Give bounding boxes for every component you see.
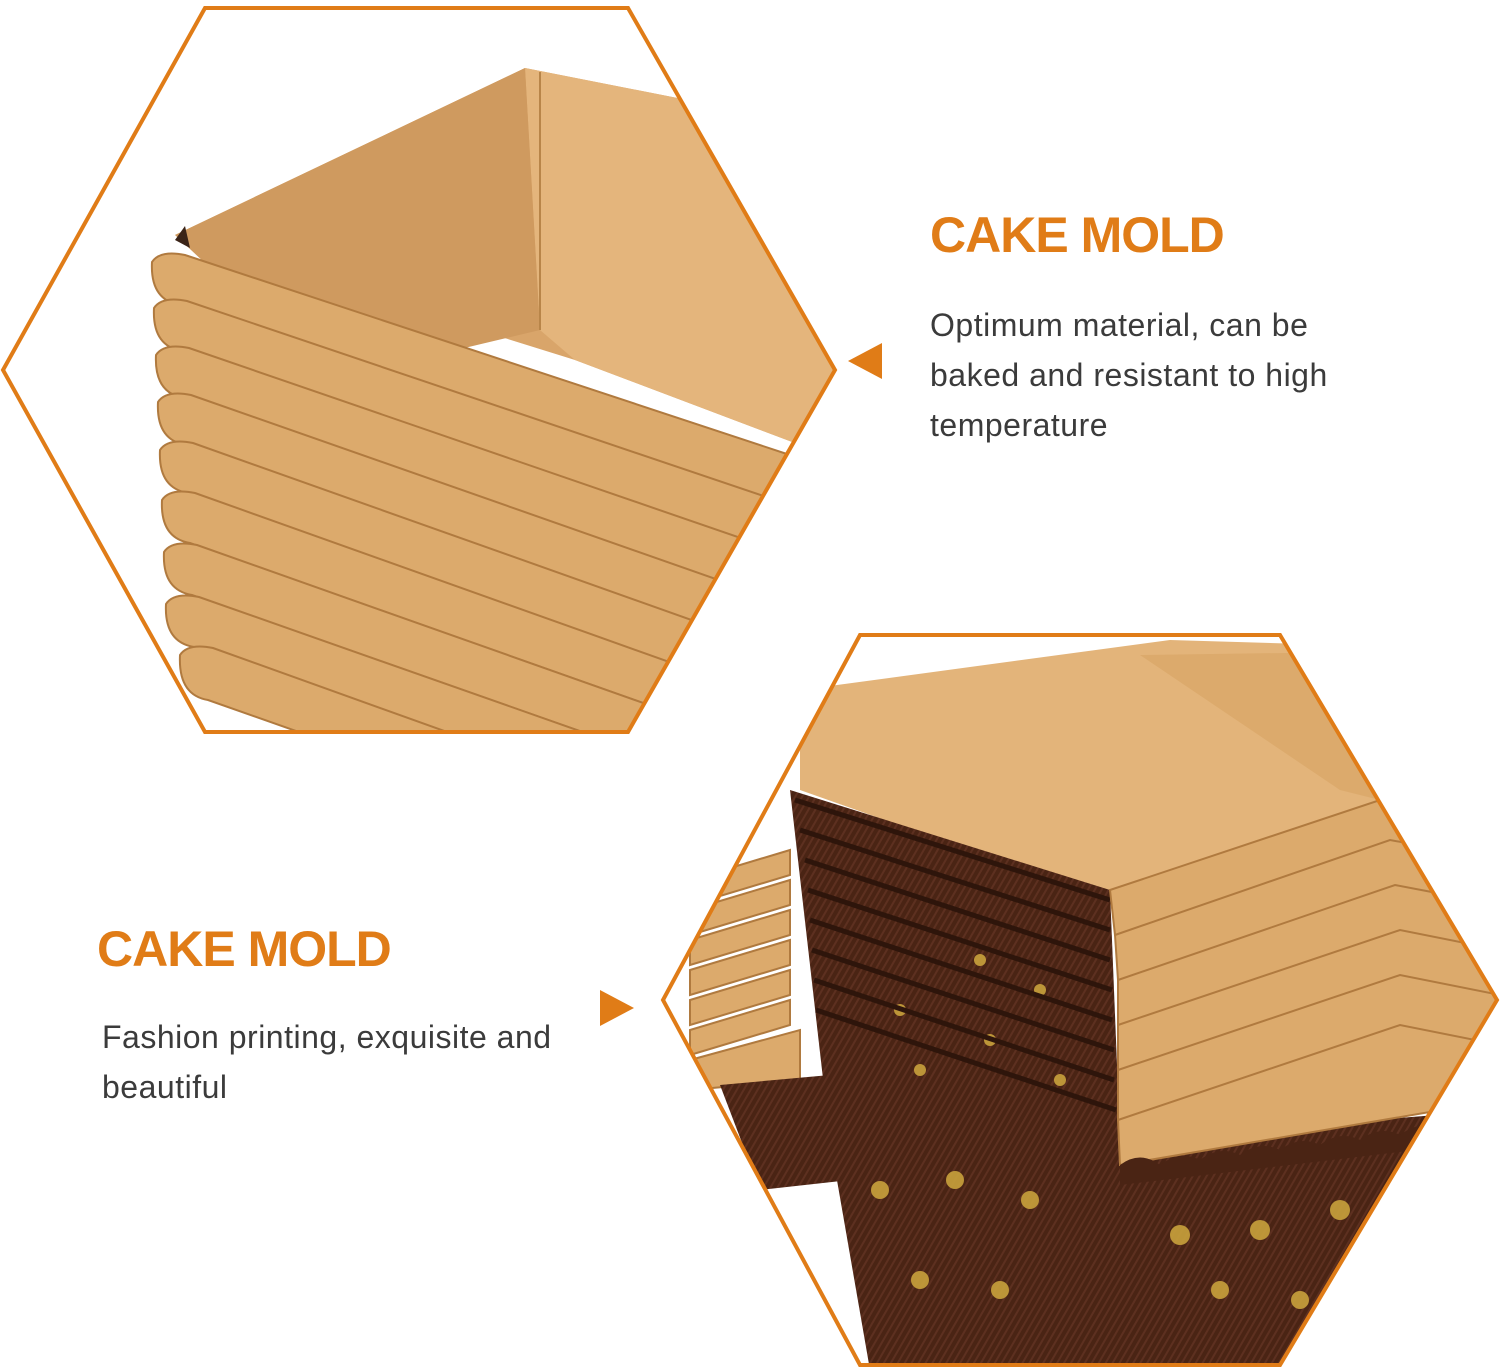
bottom-product-photo	[663, 635, 1497, 1365]
feature-title-material: CAKE MOLD	[930, 207, 1225, 263]
hexagon-frame-top	[0, 6, 838, 734]
feature-description-printing: Fashion printing, exquisite and beautifu…	[102, 1019, 552, 1105]
top-product-photo	[3, 8, 835, 732]
hexagon-frame-bottom	[660, 633, 1500, 1367]
triangle-pointer-left-icon	[848, 343, 882, 379]
triangle-pointer-right-icon	[600, 990, 634, 1026]
feature-description-material: Optimum material, can be baked and resis…	[930, 307, 1328, 443]
feature-title-printing: CAKE MOLD	[97, 921, 392, 977]
